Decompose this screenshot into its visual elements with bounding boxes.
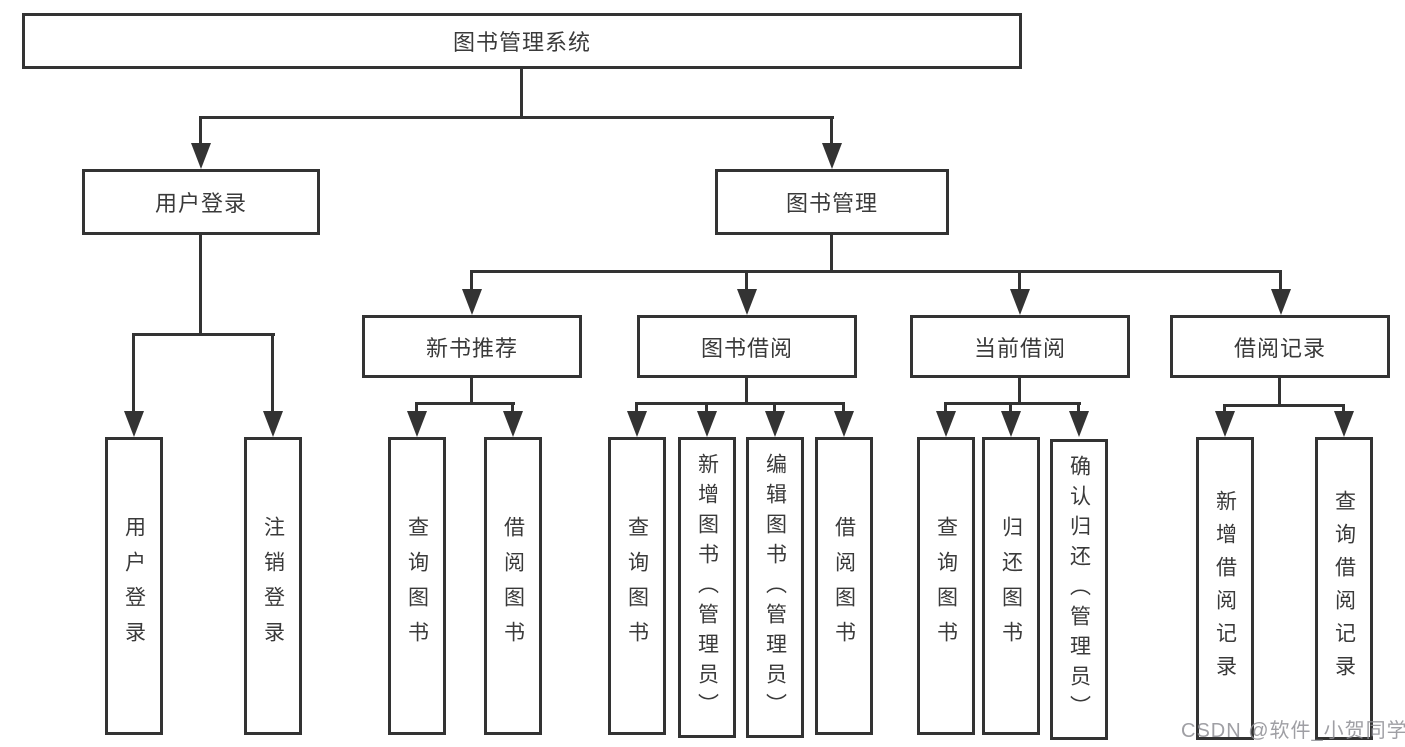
connector-line bbox=[705, 404, 708, 413]
leaf-add-book-admin: 新增图书（管理员） bbox=[678, 437, 736, 738]
arrowhead-icon bbox=[697, 411, 717, 437]
arrowhead-icon bbox=[1215, 411, 1235, 437]
arrowhead-icon bbox=[627, 411, 647, 437]
node-label: 新书推荐 bbox=[425, 335, 518, 361]
connector-line bbox=[1342, 406, 1345, 413]
leaf-query-borrow-record: 查询借阅记录 bbox=[1315, 437, 1373, 740]
leaf-label: 用户登录 bbox=[122, 516, 146, 656]
leaf-edit-book-admin: 编辑图书（管理员） bbox=[746, 437, 804, 738]
connector-line bbox=[520, 69, 523, 118]
connector-line bbox=[511, 404, 514, 413]
leaf-label: 查询图书 bbox=[405, 516, 429, 656]
leaf-label: 查询借阅记录 bbox=[1332, 489, 1356, 688]
connector-line bbox=[745, 378, 748, 404]
leaf-user-login: 用户登录 bbox=[105, 437, 163, 735]
leaf-confirm-return-admin: 确认归还（管理员） bbox=[1050, 439, 1108, 740]
connector-line bbox=[773, 404, 776, 413]
arrowhead-icon bbox=[263, 411, 283, 437]
leaf-logout: 注销登录 bbox=[244, 437, 302, 735]
arrowhead-icon bbox=[407, 411, 427, 437]
connector-line bbox=[132, 333, 275, 336]
connector-line bbox=[1279, 272, 1282, 291]
arrowhead-icon bbox=[1334, 411, 1354, 437]
connector-line bbox=[470, 272, 473, 291]
arrowhead-icon bbox=[1010, 289, 1030, 315]
node-new-book-recommend: 新书推荐 bbox=[362, 315, 582, 378]
connector-line bbox=[199, 116, 834, 119]
node-current-borrowing: 当前借阅 bbox=[910, 315, 1130, 378]
connector-line bbox=[199, 235, 202, 335]
connector-line bbox=[132, 335, 135, 413]
leaf-borrowing-query-book: 查询图书 bbox=[608, 437, 666, 735]
arrowhead-icon bbox=[936, 411, 956, 437]
connector-line bbox=[635, 402, 845, 405]
leaf-add-borrow-record: 新增借阅记录 bbox=[1196, 437, 1254, 740]
connector-line bbox=[199, 118, 202, 145]
leaf-label: 查询图书 bbox=[625, 516, 649, 656]
arrowhead-icon bbox=[822, 143, 842, 169]
leaf-label: 确认归还（管理员） bbox=[1067, 454, 1091, 725]
leaf-current-query-book: 查询图书 bbox=[917, 437, 975, 735]
node-user-login: 用户登录 bbox=[82, 169, 320, 235]
node-book-management: 图书管理 bbox=[715, 169, 949, 235]
arrowhead-icon bbox=[765, 411, 785, 437]
node-label: 图书管理系统 bbox=[452, 30, 591, 55]
node-label: 图书借阅 bbox=[700, 335, 793, 361]
leaf-recommend-borrow-book: 借阅图书 bbox=[484, 437, 542, 735]
node-borrowing-records: 借阅记录 bbox=[1170, 315, 1390, 378]
connector-line bbox=[635, 404, 638, 413]
connector-line bbox=[470, 270, 1282, 273]
arrowhead-icon bbox=[191, 143, 211, 169]
connector-line bbox=[1278, 378, 1281, 406]
connector-line bbox=[745, 272, 748, 291]
arrowhead-icon bbox=[503, 411, 523, 437]
arrowhead-icon bbox=[1069, 411, 1089, 437]
csdn-watermark: CSDN @软件_小贺同学 bbox=[1181, 720, 1405, 742]
leaf-label: 归还图书 bbox=[999, 516, 1023, 656]
connector-line bbox=[944, 404, 947, 413]
node-label: 图书管理 bbox=[785, 191, 878, 216]
leaf-borrowing-borrow-book: 借阅图书 bbox=[815, 437, 873, 735]
node-label: 当前借阅 bbox=[973, 335, 1066, 361]
node-library-management-system: 图书管理系统 bbox=[22, 13, 1022, 69]
leaf-label: 注销登录 bbox=[261, 516, 285, 656]
leaf-label: 借阅图书 bbox=[501, 516, 525, 656]
leaf-label: 借阅图书 bbox=[832, 516, 856, 656]
connector-line bbox=[1018, 272, 1021, 291]
leaf-label: 查询图书 bbox=[934, 516, 958, 656]
leaf-recommend-query-book: 查询图书 bbox=[388, 437, 446, 735]
node-label: 借阅记录 bbox=[1233, 335, 1326, 361]
connector-line bbox=[1009, 404, 1012, 413]
connector-line bbox=[830, 118, 833, 145]
arrowhead-icon bbox=[124, 411, 144, 437]
connector-line bbox=[470, 378, 473, 404]
connector-line bbox=[415, 402, 515, 405]
connector-line bbox=[1223, 406, 1226, 413]
node-label: 用户登录 bbox=[154, 191, 247, 216]
connector-line bbox=[271, 335, 274, 413]
connector-line bbox=[415, 404, 418, 413]
leaf-return-book: 归还图书 bbox=[982, 437, 1040, 735]
connector-line bbox=[842, 404, 845, 413]
leaf-label: 新增图书（管理员） bbox=[695, 452, 719, 723]
connector-line bbox=[1077, 404, 1080, 413]
leaf-label: 编辑图书（管理员） bbox=[763, 452, 787, 723]
arrowhead-icon bbox=[737, 289, 757, 315]
connector-line bbox=[1018, 378, 1021, 404]
leaf-label: 新增借阅记录 bbox=[1213, 489, 1237, 688]
connector-line bbox=[944, 402, 1081, 405]
arrowhead-icon bbox=[462, 289, 482, 315]
node-book-borrowing: 图书借阅 bbox=[637, 315, 857, 378]
arrowhead-icon bbox=[834, 411, 854, 437]
connector-line bbox=[1223, 404, 1345, 407]
arrowhead-icon bbox=[1271, 289, 1291, 315]
arrowhead-icon bbox=[1001, 411, 1021, 437]
connector-line bbox=[830, 235, 833, 272]
